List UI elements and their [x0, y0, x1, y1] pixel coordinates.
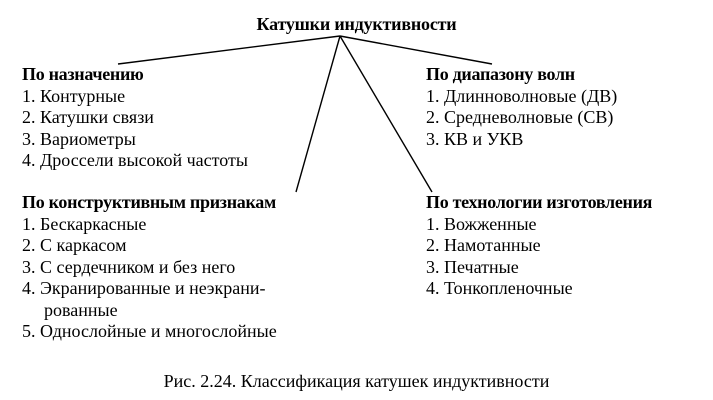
group-title: По диапазону волн: [426, 64, 575, 84]
connector-to-design: [295, 35, 341, 193]
group-title: По назначению: [22, 64, 144, 84]
group-list: 1. Вожженные 2. Намотанные 3. Печатные 4…: [426, 214, 652, 300]
connector-to-tech: [339, 35, 433, 193]
list-item: 3. Вариометры: [22, 128, 136, 149]
group-list: 1. Бескаркасные 2. С каркасом 3. С серде…: [22, 214, 277, 343]
diagram-root-title: Катушки индуктивности: [256, 14, 457, 34]
list-item: 1. Длинноволновые (ДВ): [426, 85, 618, 106]
list-item: 2. Намотанные: [426, 235, 541, 255]
list-item: 2. Средневолновые (СВ): [426, 107, 614, 127]
list-item: 1. Контурные: [22, 85, 126, 106]
list-item: 3. Печатные: [426, 256, 519, 277]
group-by-purpose: По назначению 1. Контурные 2. Катушки св…: [22, 64, 248, 172]
list-item: 3. КВ и УКВ: [426, 128, 524, 149]
group-list: 1. Длинноволновые (ДВ) 2. Средневолновые…: [426, 86, 617, 151]
list-item-continuation-text: рованные: [44, 299, 118, 320]
list-item-continuation: рованные: [22, 300, 277, 322]
connector-to-purpose: [117, 35, 341, 65]
list-item: 3. С сердечником и без него: [22, 256, 236, 277]
list-item: 1. Вожженные: [426, 213, 537, 234]
group-by-wave-range: По диапазону волн 1. Длинноволновые (ДВ)…: [426, 64, 617, 150]
list-item: 4. Экранированные и неэкрани-: [22, 278, 266, 298]
list-item: 4. Тонкопленочные: [426, 278, 573, 298]
group-title: По конструктивным признакам: [22, 192, 276, 212]
group-by-technology: По технологии изготовления 1. Вожженные …: [426, 192, 652, 300]
figure-caption: Рис. 2.24. Классификация катушек индукти…: [163, 371, 550, 391]
list-item: 2. С каркасом: [22, 235, 127, 255]
list-item: 4. Дроссели высокой частоты: [22, 150, 248, 170]
list-item: 5. Однослойные и многослойные: [22, 321, 277, 341]
group-title: По технологии изготовления: [426, 192, 653, 212]
list-item: 1. Бескаркасные: [22, 213, 147, 234]
connector-to-waves: [339, 35, 493, 65]
list-item: 2. Катушки связи: [22, 107, 154, 127]
group-by-design: По конструктивным признакам 1. Бескаркас…: [22, 192, 277, 343]
group-list: 1. Контурные 2. Катушки связи 3. Вариоме…: [22, 86, 248, 172]
